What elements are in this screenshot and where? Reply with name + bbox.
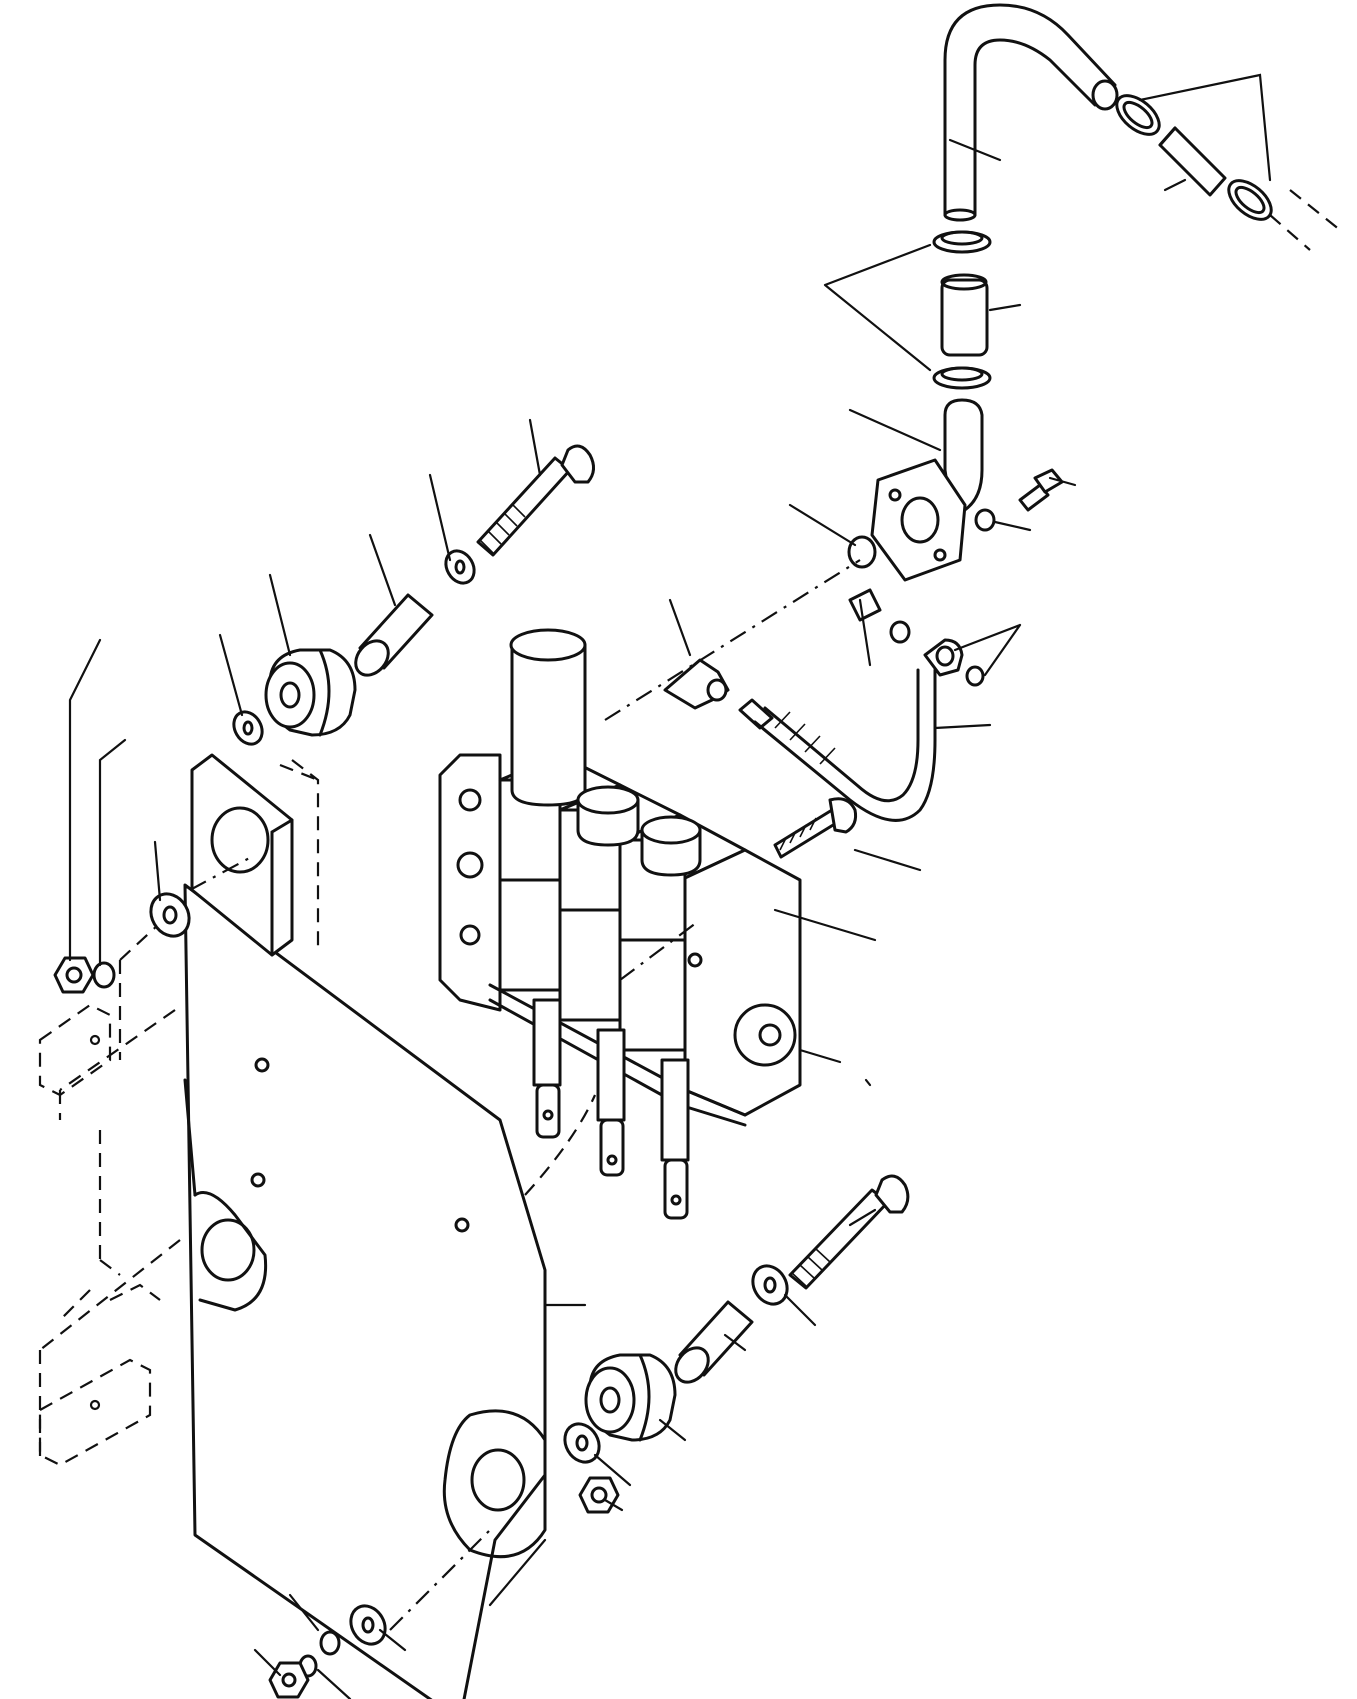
washer (92, 549, 789, 1678)
hose-clamp (932, 94, 1273, 390)
elbow-flange (870, 398, 984, 582)
flange-bolt (848, 468, 1064, 622)
center-lines (189, 559, 861, 1631)
hose-sleeve (940, 126, 1341, 357)
o-ring (847, 535, 877, 569)
banjo-fitting (663, 638, 964, 710)
leader-lines (68, 73, 1272, 1699)
spacer-bushing (354, 593, 754, 1384)
mounting-plate (38, 753, 547, 1699)
valve-spool (509, 628, 702, 1220)
hex-nut (53, 956, 620, 1699)
hose-upper-elbow (943, 3, 1119, 222)
hydraulic-tube (738, 668, 937, 822)
mounting-bolt (476, 444, 910, 1290)
rubber-mount (264, 648, 677, 1442)
lock-washer (750, 508, 996, 924)
